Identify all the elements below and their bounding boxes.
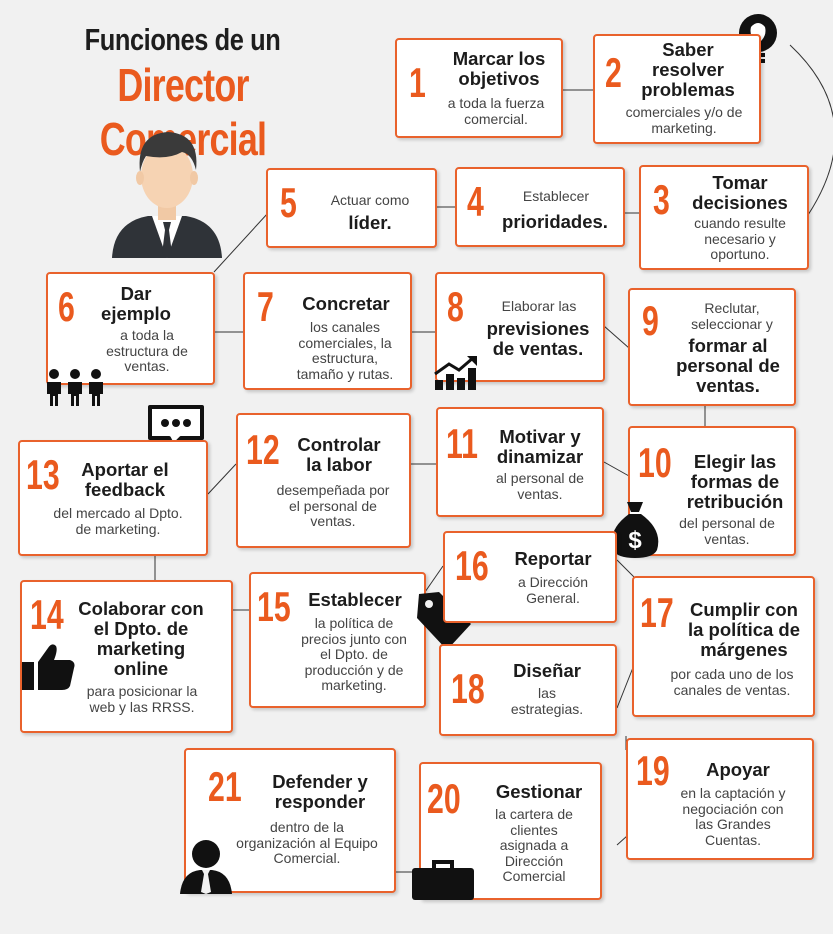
function-number: 5 (280, 179, 297, 226)
function-heading: Establecer (308, 589, 402, 610)
function-card-8: 8 Elaborar las previsiones de ventas. (435, 272, 605, 382)
function-heading: Marcar los objetivos (452, 48, 546, 89)
function-card-21: 21 Defender y responder dentro de la org… (184, 748, 396, 893)
function-description: Establecer (522, 188, 590, 204)
function-heading: Dar ejemplo (101, 283, 171, 324)
function-heading: Elegir las formas de retribución (686, 451, 784, 512)
function-description: Actuar como (330, 192, 410, 208)
function-description: las estrategias. (510, 685, 584, 717)
function-card-4: 4 Establecer prioridades. (455, 167, 625, 247)
function-number: 8 (447, 283, 464, 330)
function-description: desempeñada por el personal de ventas. (276, 482, 390, 529)
function-card-2: 2 Saber resolver problemas comerciales y… (593, 34, 761, 144)
function-number: 12 (246, 426, 280, 473)
function-number: 3 (653, 176, 670, 223)
function-card-17: 17 Cumplir con la política de márgenes p… (632, 576, 815, 717)
director-avatar-icon (112, 132, 222, 258)
function-description: Elaborar las (501, 298, 577, 314)
team-icon (47, 369, 103, 406)
function-number: 11 (446, 420, 478, 467)
function-number: 19 (636, 747, 670, 794)
function-heading: Gestionar (495, 781, 583, 802)
function-description: dentro de la organización al Equipo Come… (236, 819, 378, 866)
function-card-16: 16 Reportar a Dirección General. (443, 531, 617, 623)
function-description: para posicionar la web y las RRSS. (86, 683, 198, 715)
function-description: en la captación y negociación con las Gr… (680, 785, 786, 848)
function-number: 20 (427, 775, 461, 822)
function-heading: formar al personal de ventas. (676, 335, 780, 396)
function-description: a toda la fuerza comercial. (447, 95, 545, 127)
function-description: la política de precios junto con el Dpto… (301, 615, 407, 693)
function-card-7: 7 Concretar los canales comerciales, la … (243, 272, 412, 390)
function-card-18: 18 Diseñar las estrategias. (439, 644, 617, 736)
function-heading: Concretar (302, 293, 390, 314)
function-heading: Diseñar (513, 660, 581, 681)
function-card-13: 13 Aportar el feedback del mercado al Dp… (18, 440, 208, 556)
growth-chart-icon (434, 356, 477, 390)
money-bag-icon: $ (611, 502, 659, 558)
function-heading: Tomar decisiones (692, 172, 788, 213)
function-description: a Dirección General. (517, 574, 589, 606)
function-description: comerciales y/o de marketing. (625, 104, 743, 136)
function-description: a toda la estructura de ventas. (106, 327, 188, 374)
function-heading: Colaborar con el Dpto. de marketing onli… (78, 598, 204, 679)
briefcase-icon (412, 860, 474, 900)
function-heading: líder. (348, 212, 392, 233)
function-card-14: 14 Colaborar con el Dpto. de marketing o… (20, 580, 233, 733)
function-card-15: 15 Establecer la política de precios jun… (249, 572, 426, 708)
function-heading: Saber resolver problemas (641, 39, 735, 100)
function-card-6: 6 Dar ejemplo a toda la estructura de ve… (46, 272, 215, 385)
function-heading: Defender y responder (272, 771, 368, 812)
function-number: 10 (638, 439, 672, 486)
svg-text:$: $ (628, 527, 642, 554)
function-number: 17 (640, 589, 674, 636)
function-heading: Aportar el feedback (81, 459, 169, 500)
function-description: los canales comerciales, la estructura, … (296, 319, 394, 382)
function-number: 21 (208, 763, 242, 810)
function-number: 2 (605, 49, 622, 96)
function-number: 9 (642, 297, 659, 344)
function-number: 14 (30, 591, 64, 638)
function-heading: previsiones de ventas. (486, 318, 590, 359)
function-card-19: 19 Apoyar en la captación y negociación … (626, 738, 814, 860)
function-card-11: 11 Motivar y dinamizar al personal de ve… (436, 407, 604, 517)
function-card-1: 1 Marcar los objetivos a toda la fuerza … (395, 38, 563, 138)
function-card-5: 5 Actuar como líder. (266, 168, 437, 248)
function-number: 7 (257, 283, 274, 330)
function-description: Reclutar, seleccionar y (691, 300, 773, 332)
function-card-3: 3 Tomar decisiones cuando resulte necesa… (639, 165, 809, 270)
function-heading: Motivar y dinamizar (496, 426, 584, 467)
function-description: al personal de ventas. (496, 470, 584, 502)
function-heading: Apoyar (706, 759, 770, 780)
function-description: del personal de ventas. (679, 515, 775, 547)
function-description: del mercado al Dpto. de marketing. (53, 505, 183, 537)
function-card-9: 9 Reclutar, seleccionar y formar al pers… (628, 288, 796, 406)
title-line-1: Funciones de un (84, 22, 281, 57)
function-heading: Cumplir con la política de márgenes (687, 599, 801, 660)
function-heading: Reportar (514, 548, 592, 569)
function-card-12: 12 Controlar la labor desempeñada por el… (236, 413, 411, 548)
function-number: 13 (26, 451, 60, 498)
function-description: la cartera de clientes asignada a Direcc… (495, 806, 573, 884)
function-heading: prioridades. (502, 211, 608, 232)
function-number: 18 (451, 665, 485, 712)
function-number: 1 (409, 59, 426, 106)
function-number: 6 (58, 283, 75, 330)
function-description: por cada uno de los canales de ventas. (670, 666, 794, 698)
function-heading: Controlar la labor (297, 434, 381, 475)
function-number: 16 (455, 542, 489, 589)
function-number: 4 (467, 178, 484, 225)
function-number: 15 (257, 583, 291, 630)
thumbs-up-icon (22, 644, 75, 690)
person-icon (180, 840, 232, 894)
function-description: cuando resulte necesario y oportuno. (694, 215, 786, 262)
